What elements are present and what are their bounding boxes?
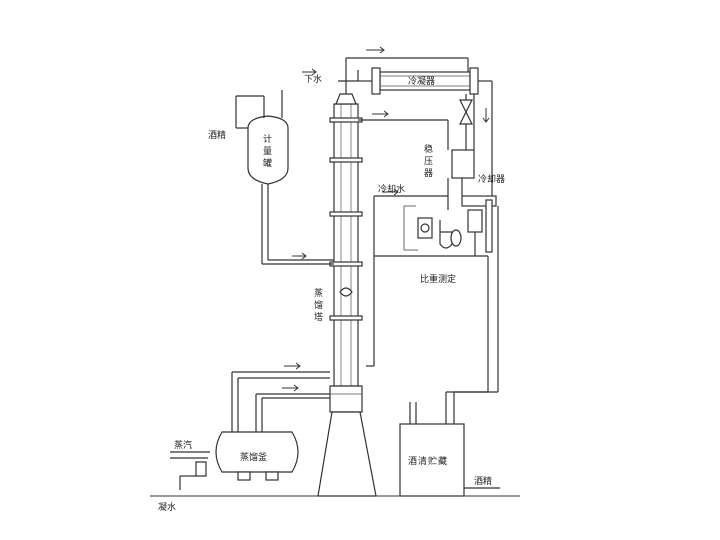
stabilizer-unit <box>447 149 475 210</box>
column-support <box>317 411 377 497</box>
flow-arrows <box>282 46 490 392</box>
label-metering-tank-1: 计 <box>263 133 272 145</box>
label-steam: 蒸汽 <box>174 439 192 451</box>
cooler-unit <box>461 195 497 256</box>
condensate-line <box>459 81 493 196</box>
metering-tank <box>235 90 334 265</box>
label-outlet-water: 下水 <box>304 73 322 85</box>
label-condenser: 冷凝器 <box>408 75 435 87</box>
storage-tank <box>399 402 500 497</box>
density-test-line <box>374 206 499 424</box>
label-column-3: 塔 <box>314 311 323 323</box>
label-still: 蒸馏釜 <box>240 451 267 463</box>
label-condensate: 凝水 <box>158 501 176 513</box>
label-storage-4: 藏 <box>438 455 447 467</box>
label-cooling-water: 冷却水 <box>378 183 405 195</box>
label-metering-tank-2: 量 <box>263 146 272 157</box>
label-alcohol-out: 酒精 <box>474 475 492 487</box>
label-stabilizer-1: 稳 <box>424 143 433 155</box>
still-boiler <box>170 371 330 490</box>
label-column-2: 馏 <box>314 299 323 311</box>
label-stabilizer-2: 压 <box>424 156 433 167</box>
label-alcohol-in: 酒精 <box>208 129 226 141</box>
label-storage-3: 贮 <box>428 455 437 467</box>
label-density-test: 比重测定 <box>420 273 456 285</box>
label-cooler: 冷却器 <box>478 173 505 185</box>
label-column-1: 蒸 <box>314 287 323 299</box>
label-metering-tank-3: 罐 <box>263 157 272 169</box>
label-storage-1: 酒 <box>408 456 417 467</box>
distillation-column <box>329 57 465 413</box>
label-storage-2: 清 <box>418 455 427 467</box>
condenser-unit <box>338 57 492 95</box>
cooling-water-box <box>366 195 462 367</box>
label-stabilizer-3: 器 <box>424 168 433 179</box>
